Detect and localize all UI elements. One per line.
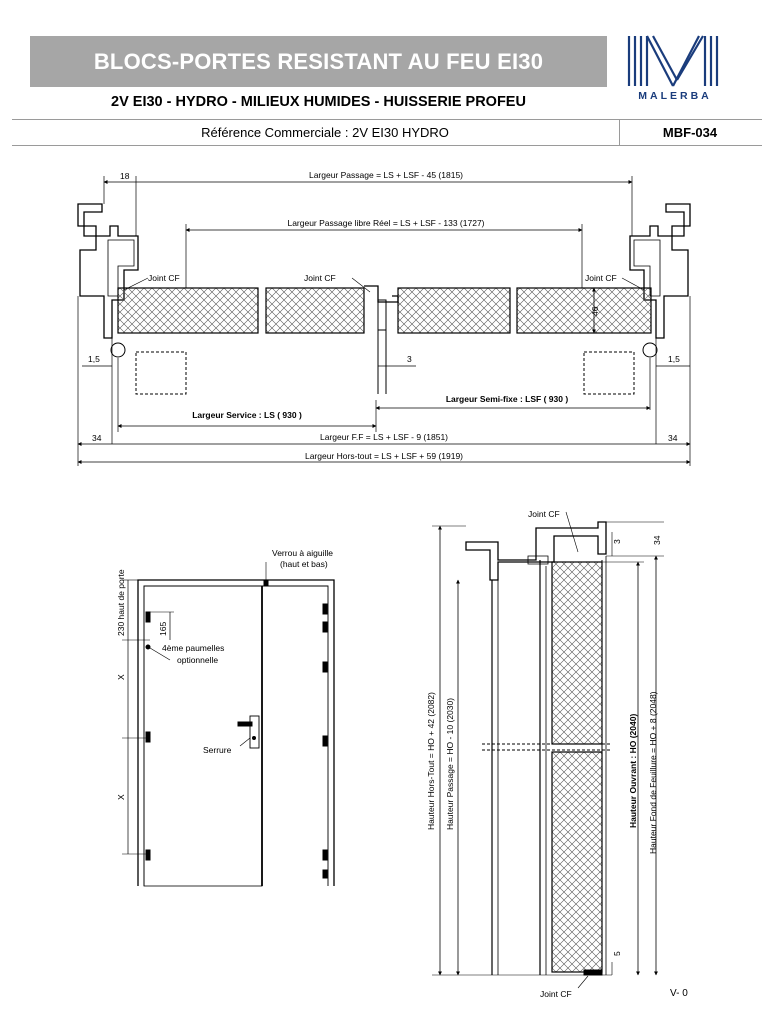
dim-1-5-left: 1,5: [88, 354, 100, 364]
label-largeur-hors-tout: Largeur Hors-tout = LS + LSF + 59 (1919): [305, 451, 463, 461]
left-frame-profile: [77, 203, 139, 339]
reference-divider: [619, 120, 620, 145]
dim-34-left: 34: [92, 433, 102, 443]
door-elevation: [122, 562, 335, 887]
plan-view: [77, 176, 691, 466]
label-verrou-sub: (haut et bas): [280, 559, 328, 569]
label-hauteur-fond-feuillure: Hauteur Fond de Feuillure = HO + 8 (2048…: [648, 691, 658, 854]
label-paumelles-sub: optionnelle: [177, 655, 218, 665]
commercial-reference: Référence Commerciale : 2V EI30 HYDRO: [201, 125, 449, 140]
dim-3: 3: [407, 354, 412, 364]
door-elevation-labels: Verrou à aiguille (haut et bas) 230 haut…: [116, 548, 333, 800]
label-joint-cf-bottom: Joint CF: [540, 989, 572, 999]
version-label: V- 0: [670, 988, 688, 999]
document-subtitle: 2V EI30 - HYDRO - MILIEUX HUMIDES - HUIS…: [111, 94, 526, 110]
dim-18: 18: [120, 171, 130, 181]
document-title: BLOCS-PORTES RESISTANT AU FEU EI30: [30, 36, 607, 87]
dim-34-right: 34: [668, 433, 678, 443]
label-largeur-service: Largeur Service : LS ( 930 ): [192, 410, 302, 420]
dim-46: 46: [590, 306, 600, 316]
document-code: MBF-034: [662, 125, 718, 140]
label-joint-cf-left: Joint CF: [148, 273, 180, 283]
label-verrou: Verrou à aiguille: [272, 548, 333, 558]
dim-3-section: 3: [612, 539, 622, 544]
vertical-section: [432, 511, 664, 989]
label-largeur-semi-fixe: Largeur Semi-fixe : LSF ( 930 ): [446, 394, 569, 404]
right-frame-profile: [629, 203, 691, 339]
dim-1-5-right: 1,5: [668, 354, 680, 364]
label-largeur-passage-libre: Largeur Passage libre Réel = LS + LSF - …: [287, 218, 484, 228]
label-joint-cf-top: Joint CF: [528, 509, 560, 519]
label-paumelles: 4ème paumelles: [162, 643, 224, 653]
plan-view-labels: 18 Largeur Passage = LS + LSF - 45 (1815…: [88, 170, 680, 461]
label-230-haut-de-porte: 230 haut de porte: [116, 569, 126, 636]
label-hauteur-hors-tout: Hauteur Hors-Tout = HO + 42 (2082): [426, 692, 436, 830]
label-largeur-passage: Largeur Passage = LS + LSF - 45 (1815): [309, 170, 463, 180]
label-serrure: Serrure: [203, 745, 232, 755]
vertical-section-labels: Joint CF Joint CF 3 34 5 Hauteur Hors-To…: [426, 509, 688, 999]
label-x-upper: X: [116, 674, 126, 680]
dim-34-section: 34: [652, 535, 662, 545]
malerba-logo-icon: [627, 35, 719, 87]
label-joint-cf-center: Joint CF: [304, 273, 336, 283]
dim-5-section: 5: [612, 951, 622, 956]
logo-wordmark: MALERBA: [638, 90, 712, 102]
label-x-lower: X: [116, 794, 126, 800]
label-hauteur-passage: Hauteur Passage = HO - 10 (2030): [445, 698, 455, 830]
reference-row: Référence Commerciale : 2V EI30 HYDRO MB…: [12, 119, 762, 146]
label-hauteur-ouvrant: Hauteur Ouvrant : HO (2040): [628, 714, 638, 828]
label-largeur-ff: Largeur F.F = LS + LSF - 9 (1851): [320, 432, 448, 442]
dim-165: 165: [158, 622, 168, 636]
label-joint-cf-right: Joint CF: [585, 273, 617, 283]
